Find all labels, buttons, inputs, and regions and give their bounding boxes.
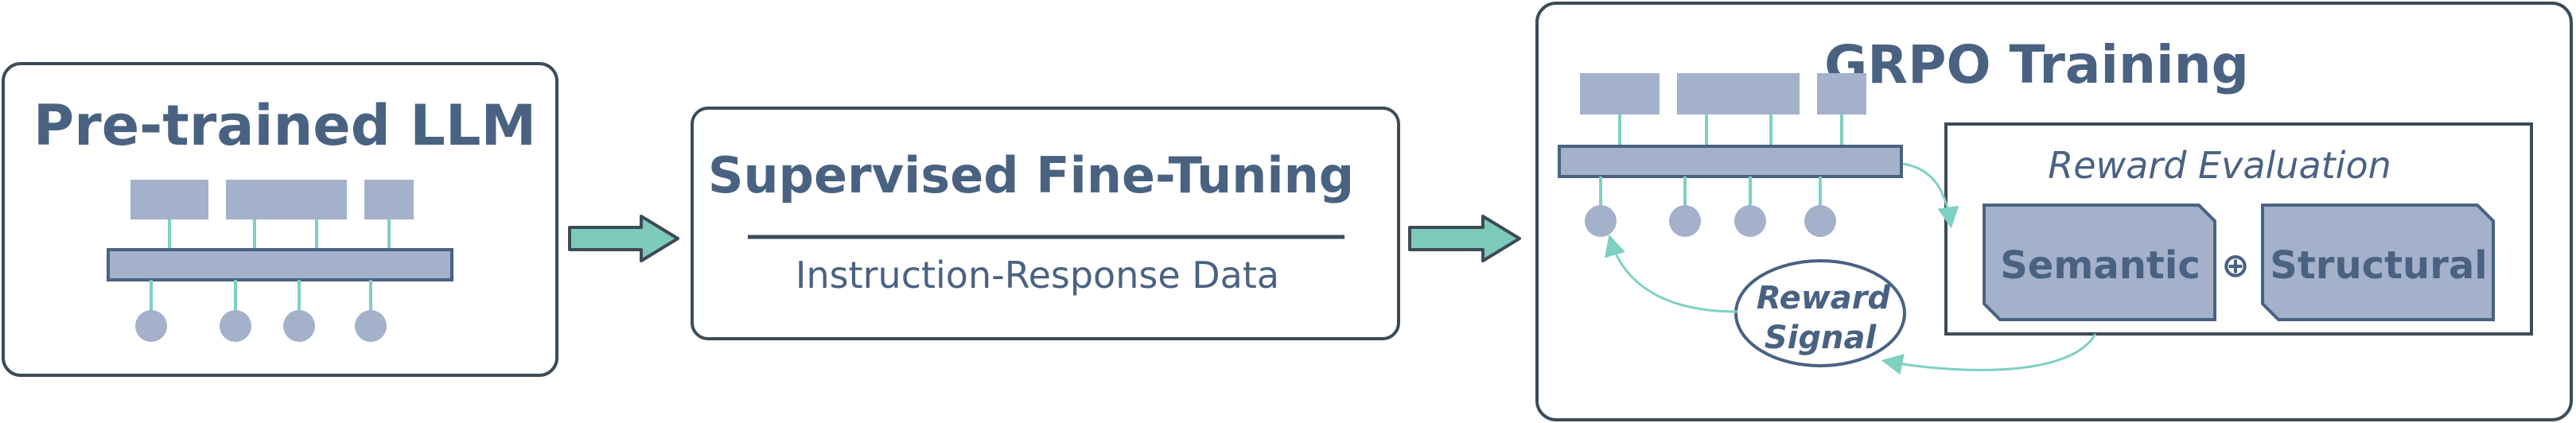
pretrained-llm-box: Pre-trained LLM [2,62,558,377]
arrow-policy-to-evaluation [1902,162,1959,229]
arrow-sft-to-grpo [1408,215,1521,262]
grpo-box: GRPO Training Reward Evaluation [1535,2,2573,421]
reward-signal-node: Reward Signal [1734,259,1906,367]
reward-signal-line2: Signal [1765,320,1878,356]
pretrained-llm-title: Pre-trained LLM [33,93,536,158]
structural-label: Structural [2270,243,2487,288]
grpo-network-icon [1558,73,1903,237]
arrow-pretrained-to-sft [568,215,679,262]
arrow-evaluation-to-signal [1881,333,2097,375]
sft-title: Supervised Fine-Tuning [708,146,1354,204]
pretrained-network-icon [107,180,453,342]
sft-box: Supervised Fine-Tuning Instruction-Respo… [691,107,1400,340]
semantic-reward-card: Semantic [1983,204,2216,321]
plus-symbol: ⊕ [2221,246,2249,285]
sft-subtitle: Instruction-Response Data [796,254,1279,297]
arrow-signal-to-policy [1604,234,1738,313]
grpo-title: GRPO Training [1824,34,2249,95]
structural-reward-card: Structural [2261,204,2495,321]
reward-evaluation-title: Reward Evaluation [2048,144,2391,187]
semantic-label: Semantic [2000,243,2200,288]
reward-evaluation-box: Reward Evaluation Semantic ⊕ Structural [1944,122,2533,336]
reward-signal-line1: Reward [1757,280,1891,316]
